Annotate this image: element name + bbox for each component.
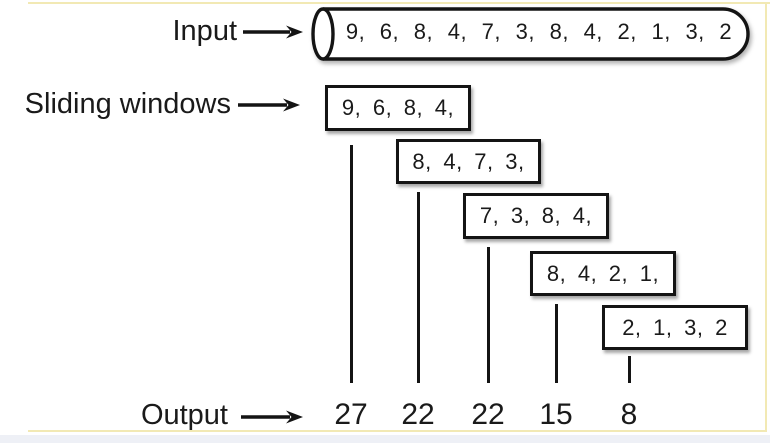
connector-line	[555, 304, 558, 383]
window-values: 8, 4, 7, 3,	[412, 148, 525, 174]
arrow-right-icon	[238, 98, 300, 112]
output-value: 22	[401, 398, 435, 431]
input-label: Input	[172, 15, 238, 47]
connector-line	[628, 356, 631, 383]
arrow-right-icon	[243, 25, 303, 39]
input-stream-values: 9, 6, 8, 4, 7, 3, 8, 4, 2, 1, 3, 2	[345, 19, 733, 44]
arrow-right-icon	[241, 410, 303, 424]
sliding-windows-label: Sliding windows	[24, 88, 231, 120]
frame-bottom-line	[28, 430, 767, 432]
window-box: 2, 1, 3, 2	[602, 305, 748, 350]
input-stream-cylinder	[310, 4, 760, 64]
output-value: 8	[620, 398, 638, 431]
frame-top-line	[28, 2, 770, 4]
cylinder-icon	[311, 7, 750, 61]
output-value: 27	[334, 398, 368, 431]
window-box: 8, 4, 7, 3,	[396, 139, 541, 184]
footer-strip	[0, 435, 770, 443]
connector-line	[350, 145, 353, 383]
output-label: Output	[140, 399, 228, 431]
connector-line	[417, 192, 420, 383]
frame-right-line	[765, 2, 767, 432]
window-box: 9, 6, 8, 4,	[325, 85, 471, 131]
window-values: 8, 4, 2, 1,	[546, 260, 660, 286]
window-box: 7, 3, 8, 4,	[463, 193, 609, 239]
connector-line	[487, 247, 490, 383]
output-value: 15	[539, 398, 573, 431]
window-values: 7, 3, 8, 4,	[479, 203, 593, 228]
window-values: 2, 1, 3, 2	[622, 314, 728, 340]
output-value: 22	[471, 398, 505, 431]
window-box: 8, 4, 2, 1,	[530, 251, 676, 296]
window-values: 9, 6, 8, 4,	[341, 95, 455, 120]
